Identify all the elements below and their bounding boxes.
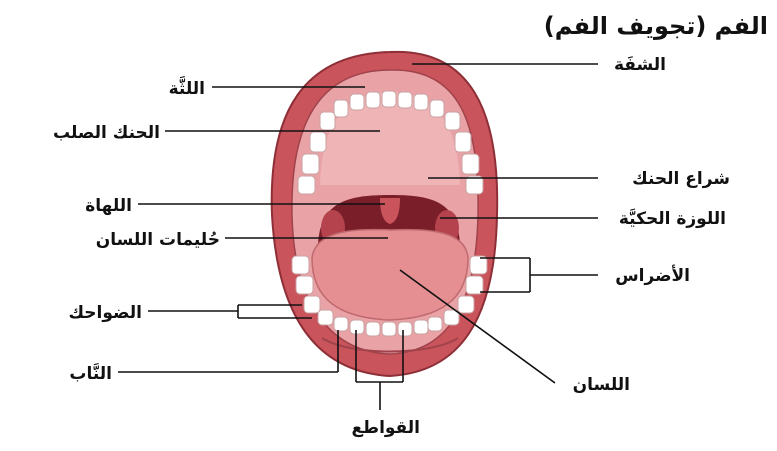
diagram-title: الفم (تجويف الفم): [544, 12, 768, 40]
label-canine: النَّاب: [69, 363, 112, 384]
label-tongue-papillae: حُليمات اللسان: [96, 230, 220, 250]
label-tongue: اللسان: [573, 375, 630, 395]
tongue: [312, 230, 468, 320]
label-palatine-tonsil: اللوزة الحكيَّة: [619, 209, 726, 229]
label-molars: الأضراس: [615, 265, 690, 286]
label-lip: الشفَة: [614, 55, 666, 75]
label-gum: اللثَّة: [169, 76, 205, 99]
label-soft-palate: شراع الحنك: [632, 169, 730, 189]
label-incisors: القواطع: [351, 418, 420, 438]
label-premolars: الضواحك: [68, 303, 142, 323]
mouth-illustration: [272, 52, 497, 376]
label-uvula: اللهاة: [85, 196, 132, 216]
label-hard-palate: الحنك الصلب: [53, 123, 160, 143]
